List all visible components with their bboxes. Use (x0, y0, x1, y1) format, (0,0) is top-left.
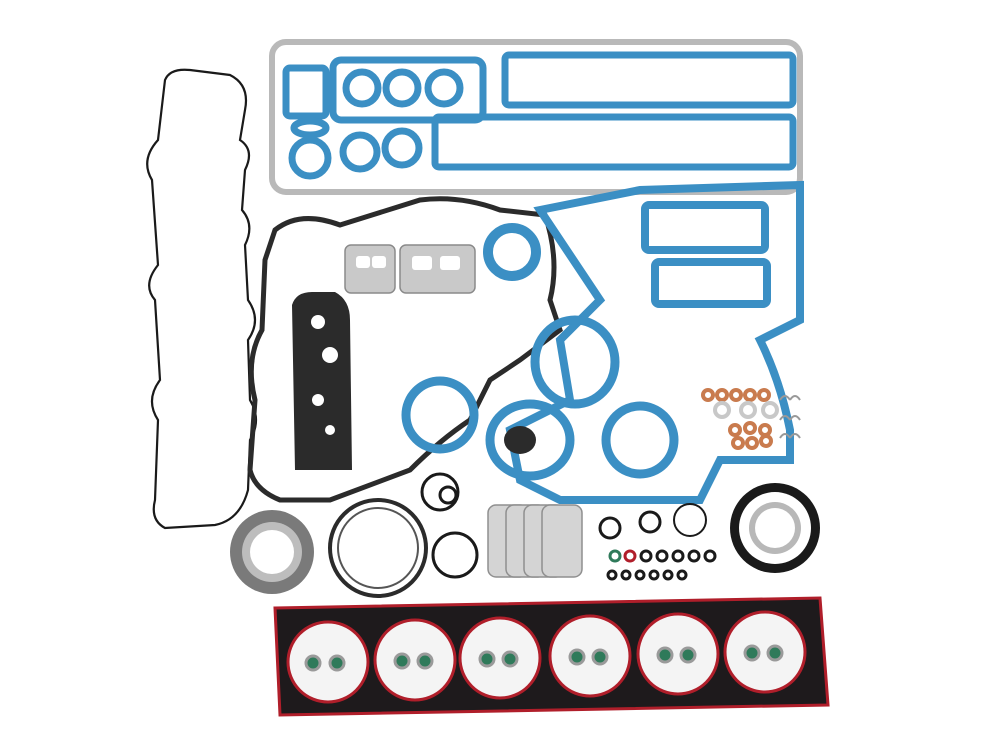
aluminium-washers (713, 401, 779, 419)
exhaust-manifold-gaskets (487, 504, 583, 578)
oil-cooler-gasket (292, 292, 352, 470)
timing-cover-gasket (247, 196, 563, 503)
copper-washers (701, 388, 773, 450)
cylinder-head-gasket (273, 596, 830, 717)
manifold-gaskets (282, 51, 797, 180)
black-cover-plate (504, 426, 536, 454)
rear-crank-seal-ring (328, 498, 428, 598)
rocker-cover-gasket (146, 68, 258, 530)
rear-cover-windows (641, 201, 771, 308)
colored-o-rings (608, 549, 717, 563)
pump-gaskets (401, 315, 679, 481)
clips (779, 395, 801, 439)
cylinder-bores (286, 610, 807, 704)
rear-cover-gasket (505, 180, 804, 504)
oil-cooler-holes (311, 315, 338, 435)
oil-pan-gasket (269, 39, 803, 195)
water-pump-gasket (483, 223, 541, 281)
o-rings (420, 472, 707, 581)
front-crank-seal (230, 510, 314, 594)
valve-stem-seals (304, 644, 784, 672)
rear-crank-seal (730, 483, 820, 573)
